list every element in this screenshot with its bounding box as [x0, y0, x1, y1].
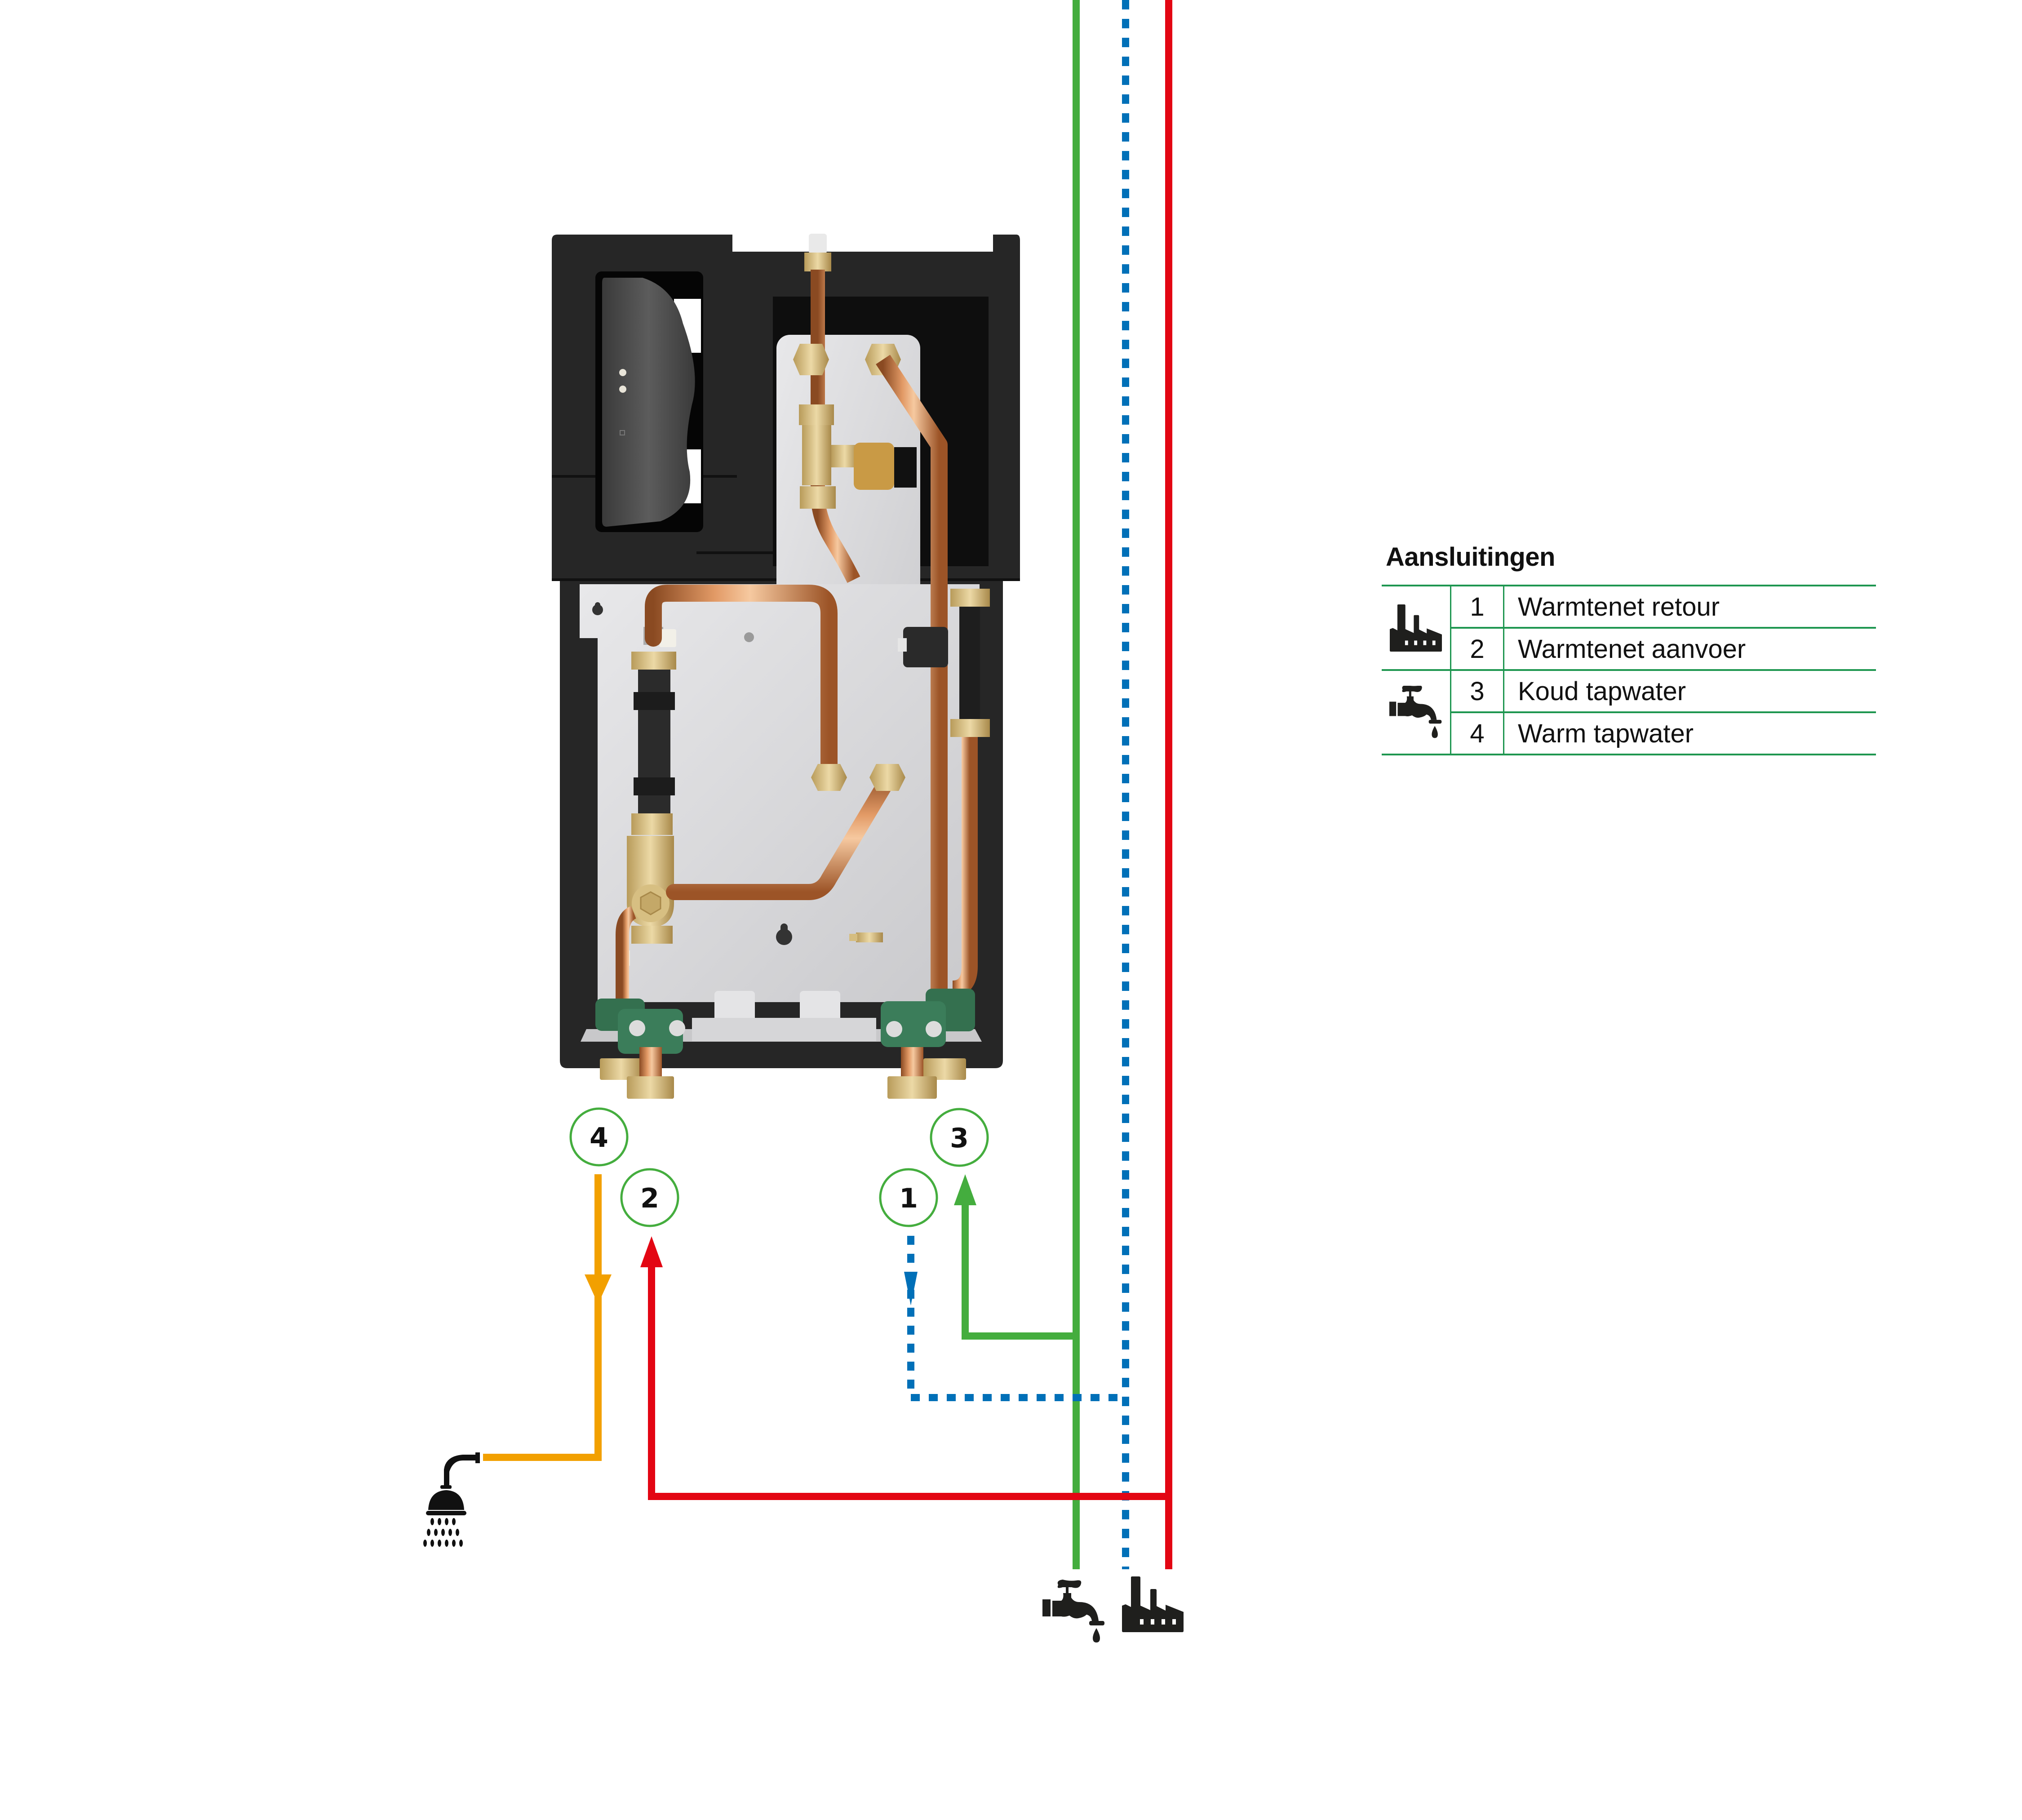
brass-nut [631, 652, 676, 670]
arrow-up-connection-2 [640, 1236, 663, 1267]
copper-pipe [952, 737, 978, 997]
screw [669, 1020, 685, 1036]
controller-unit [602, 278, 695, 527]
badge-number: 4 [590, 1122, 608, 1154]
line-connection-3 [962, 1200, 1076, 1340]
legend-table: 1 Warmtenet retour 2 Warmtenet aanvoer [1382, 585, 1876, 755]
arrow-up-connection-3 [954, 1174, 976, 1205]
mounting-keyhole [776, 923, 792, 945]
arrow-down-connection-4 [585, 1274, 612, 1304]
pipe-clamp [618, 1009, 683, 1054]
connection-fitting [887, 1076, 937, 1099]
cold-water-main-line [1073, 0, 1080, 1569]
legend-row: 3 Koud tapwater [1382, 669, 1876, 755]
delivery-set-device [552, 234, 1020, 1099]
line-connection-1 [907, 1236, 1126, 1401]
controller-led-2 [619, 386, 626, 393]
tap-icon [1382, 686, 1450, 739]
connection-fitting [600, 1058, 643, 1080]
legend-number: 2 [1450, 627, 1504, 671]
factory-icon [1382, 604, 1450, 652]
connection-fitting [923, 1058, 966, 1080]
factory-icon [1122, 1576, 1184, 1632]
legend-group-icon-cell [1382, 585, 1451, 671]
legend-label: Warmtenet retour [1503, 585, 1876, 629]
screw [629, 1020, 645, 1036]
hx-nut [793, 344, 829, 375]
badge-connection-4: 4 [569, 1107, 629, 1167]
badge-number: 1 [899, 1183, 918, 1214]
valve-head [854, 443, 894, 490]
copper-pipe [645, 585, 838, 781]
brass-nut [631, 813, 673, 835]
screw [926, 1021, 942, 1037]
legend-group-icon-cell [1382, 669, 1451, 755]
badge-connection-2: 2 [620, 1168, 679, 1227]
legend-title: Aansluitingen [1386, 542, 1555, 572]
brass-nut [950, 719, 990, 737]
legend-number: 4 [1450, 711, 1504, 755]
legend-number: 1 [1450, 585, 1504, 629]
badge-connection-3: 3 [930, 1108, 989, 1167]
controller-led-1 [619, 369, 626, 376]
brass-nut [950, 589, 990, 607]
mounting-keyhole [592, 602, 603, 615]
flow-sensor [959, 607, 980, 719]
thermostatic-valve [802, 425, 831, 485]
air-vent [809, 234, 827, 254]
tap-icon [1042, 1580, 1104, 1642]
legend-label: Warm tapwater [1503, 711, 1876, 755]
line-connection-4 [483, 1174, 602, 1461]
brass-nut [804, 253, 831, 271]
legend-row: 1 Warmtenet retour [1382, 585, 1876, 671]
shower-icon [423, 1452, 480, 1547]
legend-row: 4 Warm tapwater [1382, 711, 1876, 755]
legend-label: Koud tapwater [1503, 669, 1876, 713]
badge-number: 2 [640, 1183, 659, 1214]
badge-number: 3 [950, 1123, 969, 1154]
connection-fitting [627, 1076, 674, 1099]
badge-connection-1: 1 [879, 1168, 938, 1227]
legend-label: Warmtenet aanvoer [1503, 627, 1876, 671]
heat-supply-main-line [1165, 0, 1172, 1569]
legend-row: 2 Warmtenet aanvoer [1382, 627, 1876, 671]
screw [886, 1021, 902, 1037]
copper-pipe [876, 355, 948, 998]
copper-pipe [666, 765, 900, 900]
brass-nut [800, 486, 836, 509]
arrow-down-connection-1 [904, 1272, 918, 1305]
brass-nut [799, 404, 834, 425]
legend: Aansluitingen 1 Warmtenet retour 2 Warmt… [1382, 542, 1876, 755]
line-connection-2 [648, 1263, 1169, 1500]
legend-number: 3 [1450, 669, 1504, 713]
